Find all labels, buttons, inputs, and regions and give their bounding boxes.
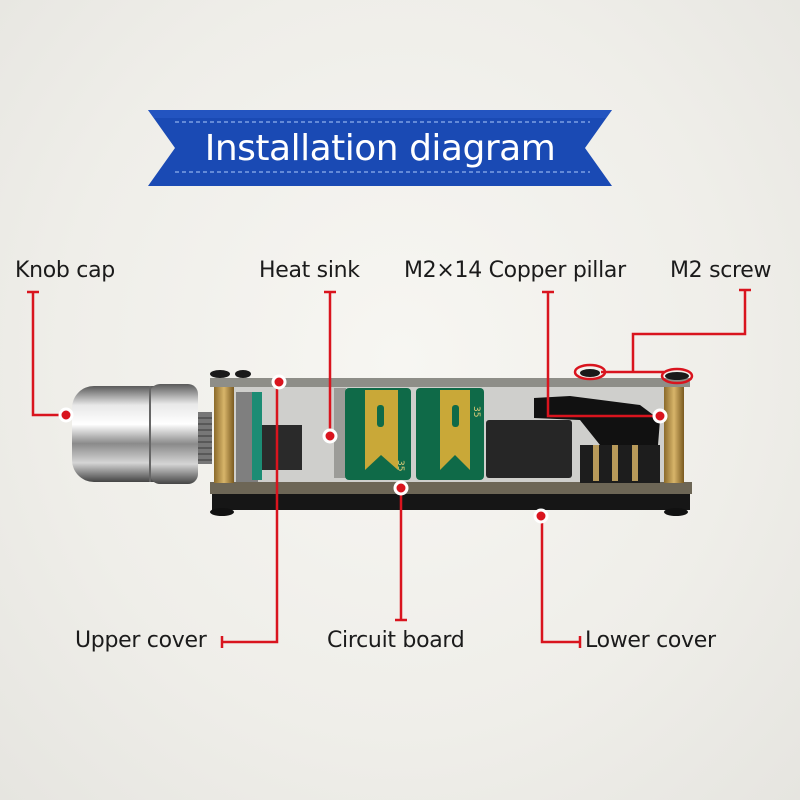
label-knob-cap: Knob cap (15, 258, 115, 283)
callout-dots (58, 374, 668, 524)
label-heat-sink: Heat sink (259, 258, 360, 283)
label-copper-pillar: M2×14 Copper pillar (404, 258, 626, 283)
amplifier-board-photo: 35 35 (72, 369, 692, 516)
capacitor-marking: 35 (395, 460, 405, 471)
knob-cap (72, 384, 212, 484)
capacitor: 35 (416, 388, 484, 480)
callout-lines (27, 288, 751, 648)
m2-screw (580, 369, 600, 377)
circuit-board (210, 482, 692, 494)
label-circuit-board: Circuit board (327, 628, 465, 653)
copper-pillar-left (214, 387, 234, 483)
label-upper-cover: Upper cover (75, 628, 207, 653)
m2-screw (665, 372, 689, 380)
upper-cover (210, 378, 690, 387)
capacitor-marking: 35 (471, 406, 481, 417)
label-m2-screw: M2 screw (670, 258, 772, 283)
label-lower-cover: Lower cover (585, 628, 716, 653)
title-banner (148, 110, 612, 186)
copper-pillar-right (664, 387, 684, 483)
heat-sink (334, 388, 346, 478)
inductor (486, 420, 572, 478)
page-title: Installation diagram (204, 127, 556, 169)
lower-cover (212, 494, 690, 510)
capacitor (345, 388, 411, 480)
